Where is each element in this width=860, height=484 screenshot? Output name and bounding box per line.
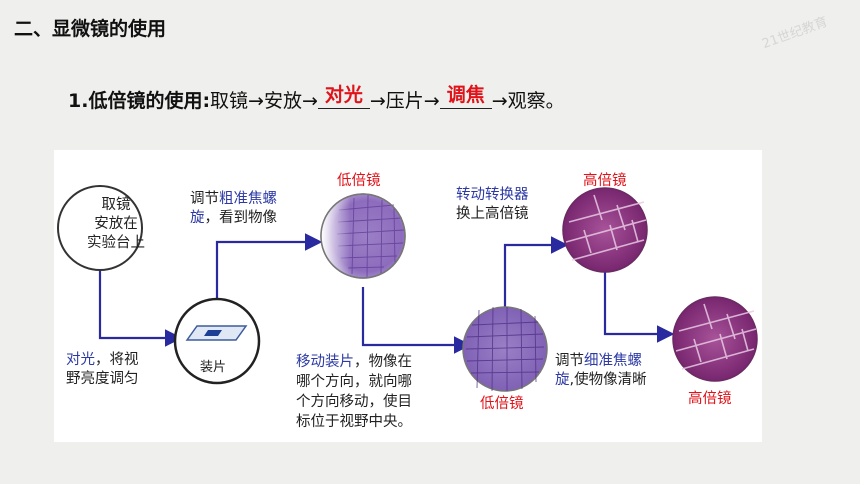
coarse-text-line2: ，看到物像 [204, 210, 278, 226]
start-text-line3: 实验台上 [87, 235, 145, 251]
low-power-view-1 [320, 193, 406, 279]
move-text-line3: 个方向移动，使目 [296, 394, 412, 410]
coarse-prefix: 调节 [190, 191, 219, 207]
coarse-keyword-line1: 粗准焦螺 [219, 191, 277, 207]
light-text-line1: ，将视 [95, 352, 139, 368]
low-power-label-2: 低倍镜 [480, 396, 524, 412]
start-text-line1: 取镜 [101, 197, 131, 213]
move-keyword: 移动装片 [296, 354, 354, 370]
start-text: 取镜 安放在 实验台上 [86, 196, 146, 253]
light-text-line2: 野亮度调匀 [66, 371, 139, 387]
fine-keyword-line2: 旋 [555, 372, 570, 388]
slide-circle [173, 297, 261, 385]
microscope-flow-diagram [57, 185, 758, 392]
step-sentence: 1.低倍镜的使用:取镜→安放→ 对光 →压片→ 调焦 →观察。 [68, 84, 565, 113]
move-text-line2: 哪个方向，就向哪 [296, 374, 412, 390]
high-power-view-1 [562, 187, 648, 273]
low-power-view-2 [462, 306, 548, 392]
start-circle [57, 185, 143, 271]
fine-focus-text: 调节细准焦螺 旋,使物像清晰 [555, 352, 647, 390]
coarse-focus-text: 调节粗准焦螺 旋，看到物像 [190, 190, 277, 228]
fine-text-line2: ,使物像清晰 [569, 372, 647, 388]
move-text-line4: 标位于视野中央。 [296, 414, 412, 430]
connector-lines [98, 233, 675, 354]
switch-text-line1: 转动转换器 [456, 187, 529, 203]
blank-2: 调焦 [439, 84, 492, 109]
high-power-label-2: 高倍镜 [688, 391, 732, 407]
coarse-keyword-line2: 旋 [190, 210, 205, 226]
high-power-view-2 [672, 296, 758, 382]
slide-label: 装片 [200, 360, 227, 375]
switch-text-line2: 换上高倍镜 [456, 206, 529, 222]
sentence-step2: →压片→ [369, 90, 440, 112]
watermark: 21世纪教育 [760, 14, 830, 53]
high-power-label-1: 高倍镜 [583, 173, 627, 189]
move-text-line1: ，物像在 [354, 354, 412, 370]
blank-1: 对光 [317, 84, 370, 109]
low-power-label-1: 低倍镜 [337, 173, 381, 189]
switch-objective-text: 转动转换器 换上高倍镜 [456, 186, 529, 224]
light-adjust-text: 对光，将视 野亮度调匀 [66, 351, 139, 389]
move-slide-text: 移动装片，物像在 哪个方向，就向哪 个方向移动，使目 标位于视野中央。 [296, 352, 412, 432]
diagram-panel [54, 150, 762, 442]
sentence-step3: →观察。 [491, 90, 565, 112]
page-title: 二、显微镜的使用 [14, 18, 167, 40]
sentence-step1: 取镜→安放→ [210, 90, 318, 112]
blank-1-answer: 对光 [324, 84, 363, 106]
blank-2-answer: 调焦 [446, 84, 485, 106]
fine-prefix: 调节 [555, 353, 584, 369]
sentence-heading: 1.低倍镜的使用: [68, 90, 211, 112]
start-text-line2: 安放在 [94, 216, 138, 232]
light-keyword: 对光 [66, 352, 95, 368]
fine-keyword-line1: 细准焦螺 [584, 353, 642, 369]
